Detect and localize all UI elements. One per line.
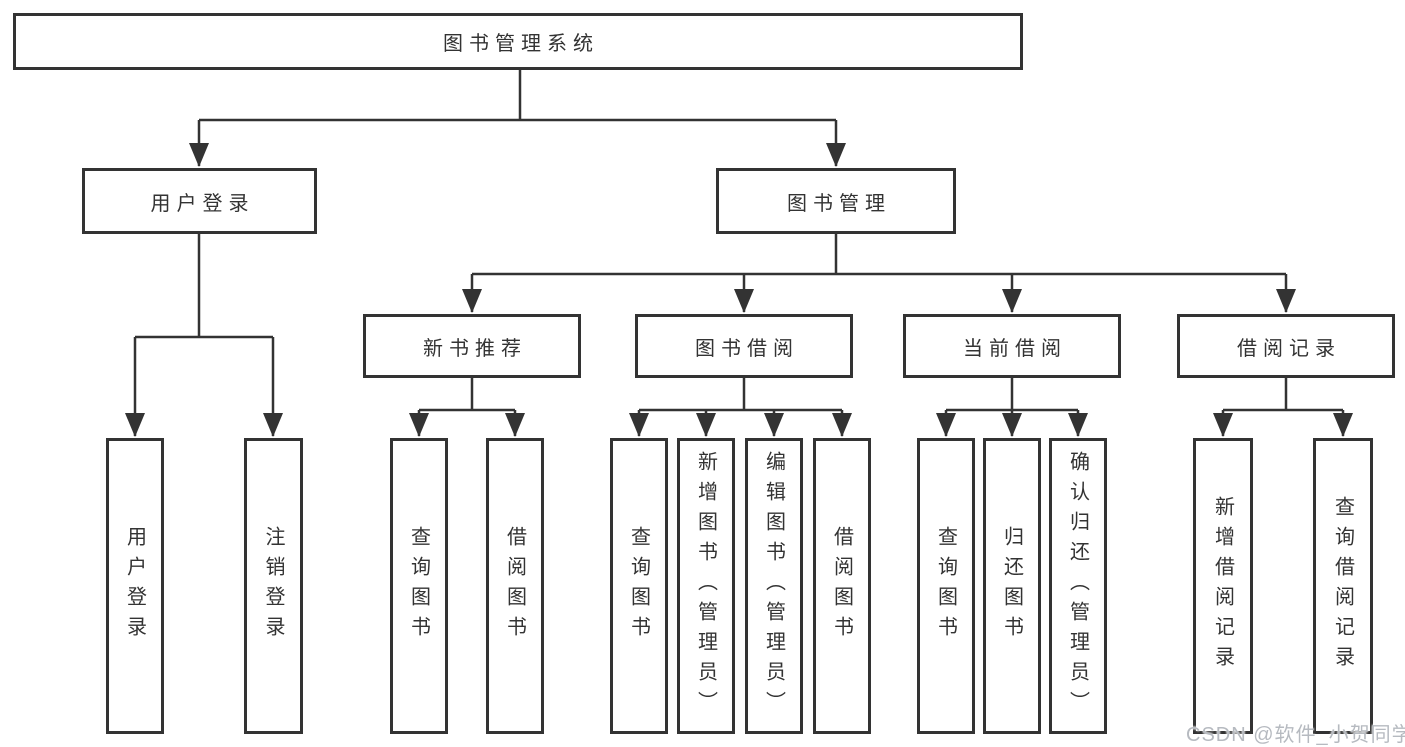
leaf-bb-borrow-books: 借阅图书 bbox=[813, 438, 871, 734]
leaf-nbr-query-books: 查询图书 bbox=[390, 438, 448, 734]
leaf-cb-confirm-return-admin: 确认归还（管理员） bbox=[1049, 438, 1107, 734]
node-book-borrow: 图书借阅 bbox=[635, 314, 853, 378]
leaf-user-login: 用户登录 bbox=[106, 438, 164, 734]
leaf-bb-edit-books-admin: 编辑图书（管理员） bbox=[745, 438, 803, 734]
node-current-borrow: 当前借阅 bbox=[903, 314, 1121, 378]
node-book-management-system: 图书管理系统 bbox=[13, 13, 1023, 70]
leaf-cb-return-books: 归还图书 bbox=[983, 438, 1041, 734]
node-user-login: 用户登录 bbox=[82, 168, 317, 234]
node-borrow-records: 借阅记录 bbox=[1177, 314, 1395, 378]
node-book-management: 图书管理 bbox=[716, 168, 956, 234]
watermark: CSDN @软件_小贺同学 bbox=[1186, 724, 1405, 746]
leaf-bb-add-books-admin: 新增图书（管理员） bbox=[677, 438, 735, 734]
leaf-br-query-record: 查询借阅记录 bbox=[1313, 438, 1373, 734]
leaf-bb-query-books: 查询图书 bbox=[610, 438, 668, 734]
leaf-cb-query-books: 查询图书 bbox=[917, 438, 975, 734]
node-new-book-recommend: 新书推荐 bbox=[363, 314, 581, 378]
leaf-br-add-record: 新增借阅记录 bbox=[1193, 438, 1253, 734]
leaf-logout: 注销登录 bbox=[244, 438, 303, 734]
leaf-nbr-borrow-books: 借阅图书 bbox=[486, 438, 544, 734]
